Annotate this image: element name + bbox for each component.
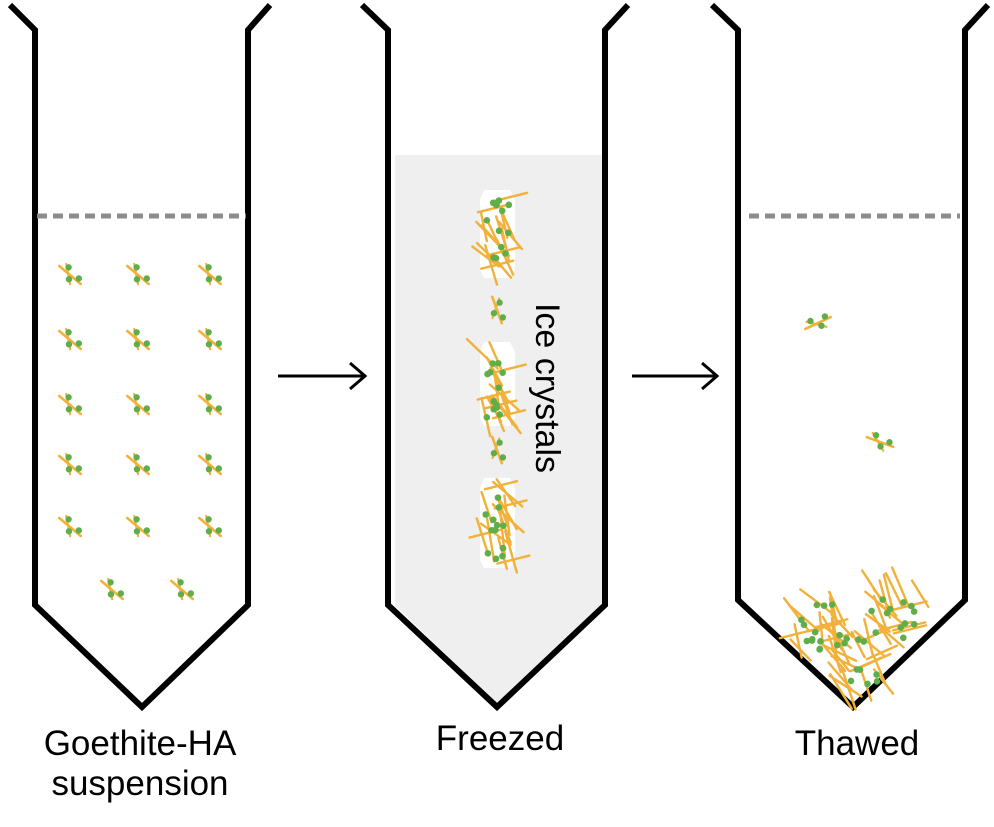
tube-thawed-outline	[709, 2, 991, 712]
caption-suspension-line1: Goethite-HA	[44, 724, 237, 763]
tube-freezed-outline	[359, 2, 631, 712]
dispersed-particle	[125, 327, 151, 351]
dispersed-particle	[197, 327, 223, 351]
dispersed-particle	[57, 452, 83, 476]
arrow-to-freezed	[278, 361, 368, 391]
tube-freezed: Ice crystals	[359, 2, 631, 712]
caption-thawed: Thawed	[795, 724, 920, 763]
dispersed-particle	[125, 392, 151, 416]
settled-aggregate	[778, 588, 855, 674]
settled-aggregates	[778, 313, 930, 711]
dispersed-particle	[197, 452, 223, 476]
ice-fill	[395, 155, 603, 705]
dispersed-particle	[125, 452, 151, 476]
caption-freezed: Freezed	[436, 719, 564, 758]
dispersed-particle	[125, 262, 151, 286]
dispersed-particle	[57, 392, 83, 416]
dispersed-particle	[197, 262, 223, 286]
ice-crystals-label: Ice crystals	[528, 303, 566, 473]
dispersed-particle	[197, 392, 223, 416]
settled-aggregate	[823, 613, 899, 711]
dispersed-particle	[99, 577, 125, 601]
caption-suspension-line2: suspension	[51, 764, 228, 803]
dispersed-particles	[57, 262, 223, 601]
dispersed-particle	[125, 514, 151, 538]
trapped-particle	[490, 435, 507, 465]
dispersed-particle	[57, 514, 83, 538]
arrow-to-thawed	[632, 361, 720, 391]
suspended-particle	[865, 431, 895, 452]
trapped-aggregates	[465, 191, 531, 574]
settled-aggregate	[860, 566, 930, 657]
tube-suspension	[7, 2, 273, 712]
dispersed-particle	[197, 514, 223, 538]
dispersed-particle	[57, 327, 83, 351]
tube-thawed	[709, 2, 991, 712]
dispersed-particle	[57, 262, 83, 286]
trapped-aggregate	[465, 337, 527, 438]
trapped-particle	[490, 295, 507, 325]
trapped-aggregate	[468, 478, 531, 574]
trapped-aggregate	[471, 191, 529, 286]
tube-suspension-outline	[7, 2, 273, 712]
suspended-particle	[804, 313, 832, 331]
dispersed-particle	[169, 577, 195, 601]
